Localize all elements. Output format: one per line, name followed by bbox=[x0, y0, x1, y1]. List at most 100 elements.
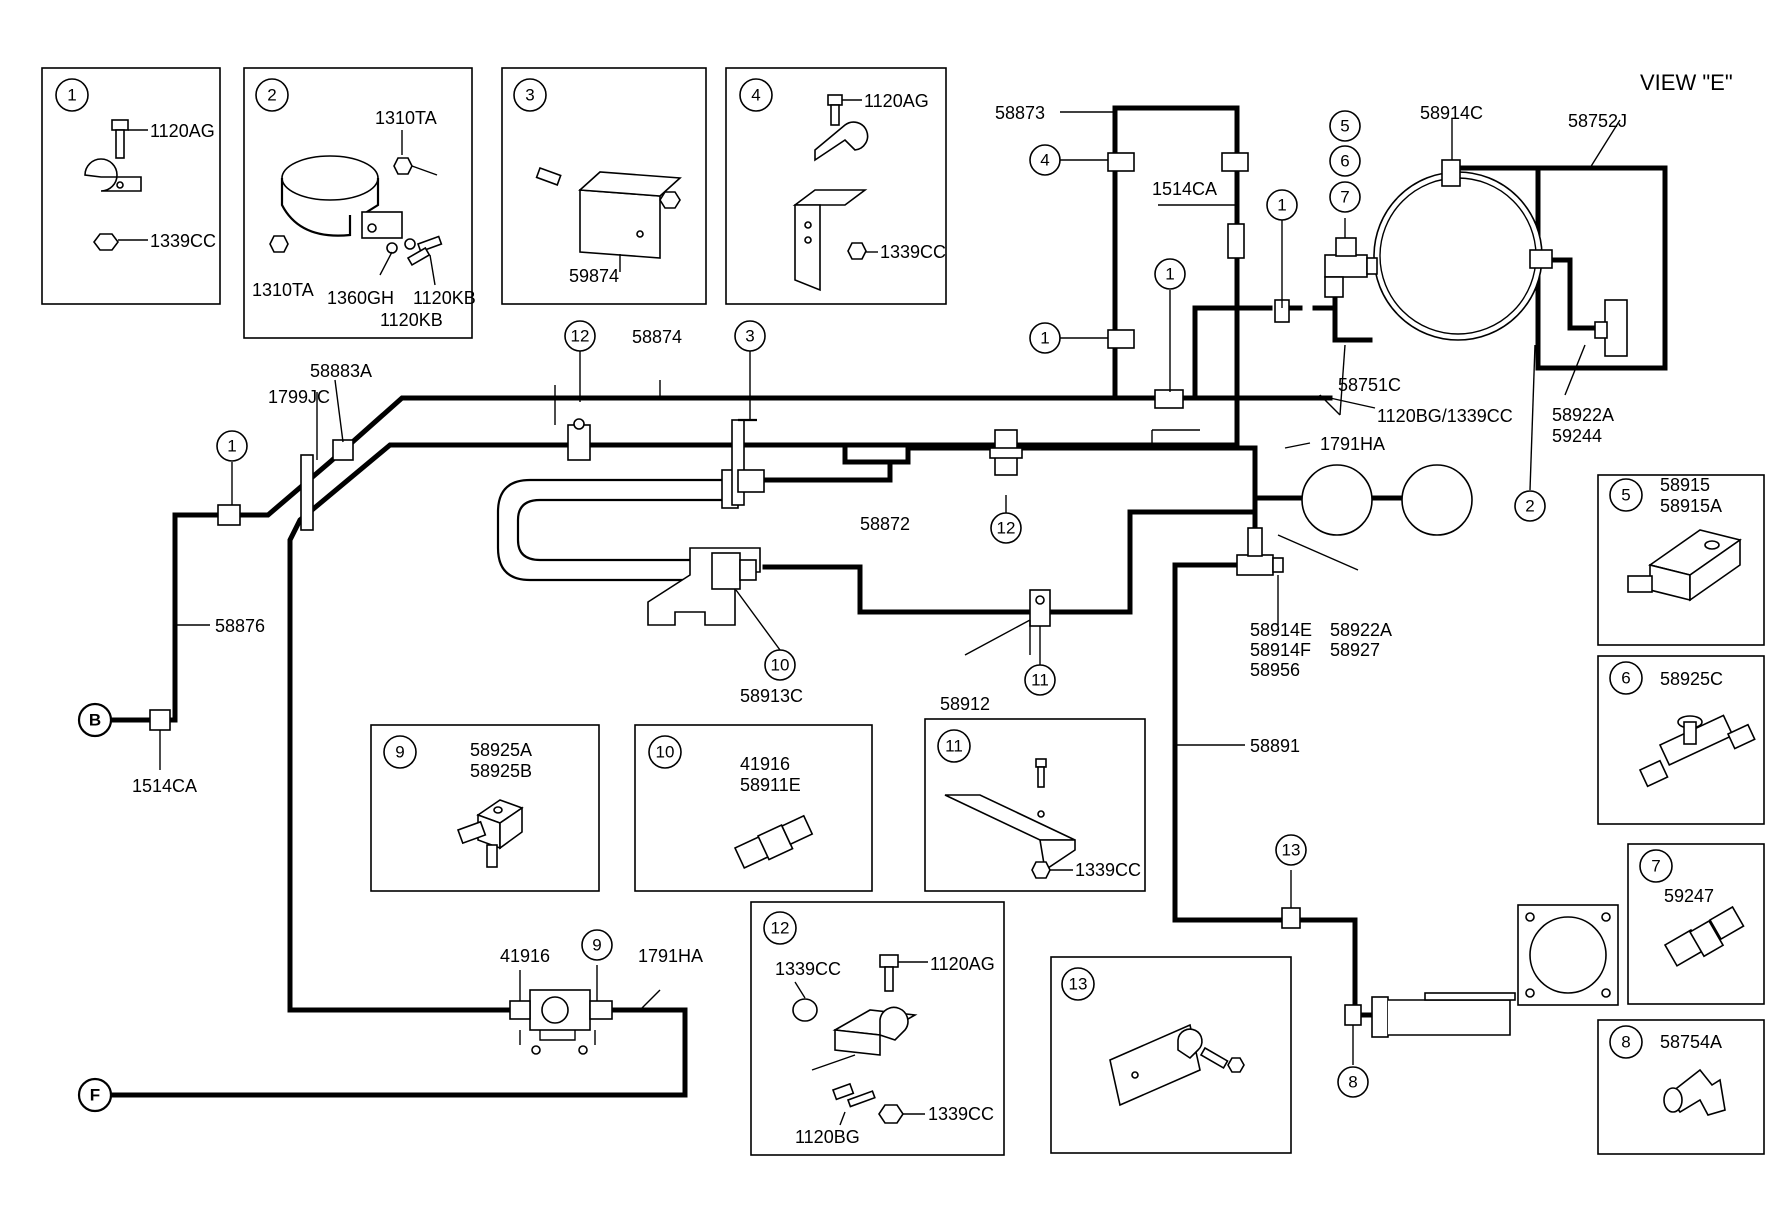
main-callouts: 4 1 1 1 1 5 6 7 12 3 12 2 10 11 9 13 8 bbox=[216, 110, 1546, 1098]
detail-9-label-58925A: 58925A bbox=[470, 740, 532, 760]
label-1514CA-top: 1514CA bbox=[1152, 179, 1217, 199]
end-markers: B F bbox=[77, 702, 113, 1113]
detail-12-label-1120BG: 1120BG bbox=[795, 1127, 860, 1147]
detail-box-6: 6 58925C bbox=[1597, 655, 1765, 825]
label-58922A-top: 58922A bbox=[1552, 405, 1614, 425]
return-loop bbox=[496, 478, 725, 582]
label-58752J: 58752J bbox=[1568, 111, 1627, 131]
label-58914C: 58914C bbox=[1420, 103, 1483, 123]
detail-box-5: 5 58915 58915A bbox=[1597, 474, 1765, 646]
detail-10-label-41916: 41916 bbox=[740, 754, 790, 774]
main-part-labels: 58873 1514CA 58914C 58752J 58874 58883A … bbox=[132, 103, 1627, 966]
svg-text:3: 3 bbox=[745, 327, 754, 346]
svg-text:B: B bbox=[89, 711, 101, 730]
svg-text:3: 3 bbox=[525, 86, 534, 105]
svg-text:1: 1 bbox=[67, 86, 76, 105]
svg-text:4: 4 bbox=[751, 86, 760, 105]
svg-text:6: 6 bbox=[1340, 152, 1349, 171]
detail-7-label-59247: 59247 bbox=[1664, 886, 1714, 906]
detail-11-label-1339CC: 1339CC bbox=[1075, 860, 1141, 880]
label-58912: 58912 bbox=[940, 694, 990, 714]
svg-text:5: 5 bbox=[1621, 486, 1630, 505]
detail-box-13: 13 bbox=[1050, 956, 1292, 1154]
detail-3-label-59874: 59874 bbox=[569, 266, 619, 286]
detail-5-label-58915: 58915 bbox=[1660, 475, 1710, 495]
main-piping bbox=[92, 105, 1668, 1098]
label-58751C: 58751C bbox=[1338, 375, 1401, 395]
svg-text:7: 7 bbox=[1340, 188, 1349, 207]
label-58876: 58876 bbox=[215, 616, 265, 636]
detail-2-label-1360GH: 1360GH bbox=[327, 288, 394, 308]
label-1791HA-top: 1791HA bbox=[1320, 434, 1385, 454]
svg-text:11: 11 bbox=[945, 737, 963, 756]
svg-text:13: 13 bbox=[1282, 841, 1301, 860]
svg-text:8: 8 bbox=[1348, 1073, 1357, 1092]
detail-1-label-1339CC: 1339CC bbox=[150, 231, 216, 251]
detail-box-12: 12 1339CC 1120AG 1120BG 1339CC bbox=[750, 901, 1005, 1156]
detail-box-7: 7 59247 bbox=[1627, 843, 1765, 1005]
label-1791HA-bot: 1791HA bbox=[638, 946, 703, 966]
svg-text:1: 1 bbox=[1277, 196, 1286, 215]
label-58922A-mid: 58922A bbox=[1330, 620, 1392, 640]
svg-text:7: 7 bbox=[1651, 857, 1660, 876]
svg-text:9: 9 bbox=[395, 743, 404, 762]
detail-4-label-1120AG: 1120AG bbox=[864, 91, 929, 111]
fittings bbox=[149, 152, 1619, 1055]
label-58914E: 58914E bbox=[1250, 620, 1312, 640]
detail-box-1: 1 1120AG 1339CC bbox=[41, 67, 221, 305]
detail-box-11: 11 1339CC bbox=[924, 718, 1146, 892]
detail-box-3: 3 59874 bbox=[501, 67, 707, 305]
svg-text:1: 1 bbox=[227, 437, 236, 456]
detail-2-label-1120KB-b: 1120KB bbox=[380, 310, 443, 330]
label-41916: 41916 bbox=[500, 946, 550, 966]
label-59244: 59244 bbox=[1552, 426, 1602, 446]
svg-text:1: 1 bbox=[1165, 265, 1174, 284]
detail-6-label-58925C: 58925C bbox=[1660, 669, 1723, 689]
detail-5-label-58915A: 58915A bbox=[1660, 496, 1722, 516]
svg-text:5: 5 bbox=[1340, 117, 1349, 136]
svg-text:10: 10 bbox=[771, 656, 790, 675]
svg-text:4: 4 bbox=[1040, 151, 1049, 170]
fuel-tank bbox=[1373, 159, 1628, 357]
detail-4-label-1339CC: 1339CC bbox=[880, 242, 946, 262]
label-58874: 58874 bbox=[632, 327, 682, 347]
label-58872: 58872 bbox=[860, 514, 910, 534]
label-1120BG-1339CC: 1120BG/1339CC bbox=[1377, 406, 1513, 426]
detail-9-label-58925B: 58925B bbox=[470, 761, 532, 781]
label-58883A: 58883A bbox=[310, 361, 372, 381]
detail-12-label-1120AG: 1120AG bbox=[930, 954, 995, 974]
svg-text:12: 12 bbox=[771, 919, 790, 938]
svg-text:F: F bbox=[90, 1086, 100, 1105]
label-1514CA-bot: 1514CA bbox=[132, 776, 197, 796]
detail-2-label-1120KB-a: 1120KB bbox=[413, 288, 476, 308]
detail-box-10: 10 41916 58911E bbox=[634, 724, 873, 892]
label-58956: 58956 bbox=[1250, 660, 1300, 680]
svg-text:8: 8 bbox=[1621, 1033, 1630, 1052]
svg-text:13: 13 bbox=[1069, 975, 1088, 994]
label-58913C: 58913C bbox=[740, 686, 803, 706]
svg-text:9: 9 bbox=[592, 936, 601, 955]
view-label: VIEW "E" bbox=[1640, 70, 1733, 95]
detail-box-8: 8 58754A bbox=[1597, 1019, 1765, 1155]
detail-8-label-58754A: 58754A bbox=[1660, 1032, 1722, 1052]
svg-text:12: 12 bbox=[571, 327, 590, 346]
svg-text:10: 10 bbox=[656, 743, 675, 762]
detail-2-label-1310TA-top: 1310TA bbox=[375, 108, 437, 128]
detail-2-label-1310TA-bot: 1310TA bbox=[252, 280, 314, 300]
svg-text:2: 2 bbox=[267, 86, 276, 105]
label-58891: 58891 bbox=[1250, 736, 1300, 756]
label-58873: 58873 bbox=[995, 103, 1045, 123]
leader-lines bbox=[159, 111, 1621, 1065]
detail-box-2: 2 1310TA 1310TA 1360GH 1120KB 1120KB bbox=[243, 67, 476, 339]
detail-1-label-1120AG: 1120AG bbox=[150, 121, 215, 141]
svg-text:11: 11 bbox=[1031, 671, 1049, 690]
label-58914F: 58914F bbox=[1250, 640, 1311, 660]
label-1799JC: 1799JC bbox=[268, 387, 330, 407]
detail-box-4: 4 1120AG 1339CC bbox=[725, 67, 947, 305]
svg-text:6: 6 bbox=[1621, 669, 1630, 688]
svg-text:12: 12 bbox=[997, 519, 1016, 538]
svg-text:1: 1 bbox=[1040, 329, 1049, 348]
detail-box-9: 9 58925A 58925B bbox=[370, 724, 600, 892]
detail-12-label-1339CC-top: 1339CC bbox=[775, 959, 841, 979]
